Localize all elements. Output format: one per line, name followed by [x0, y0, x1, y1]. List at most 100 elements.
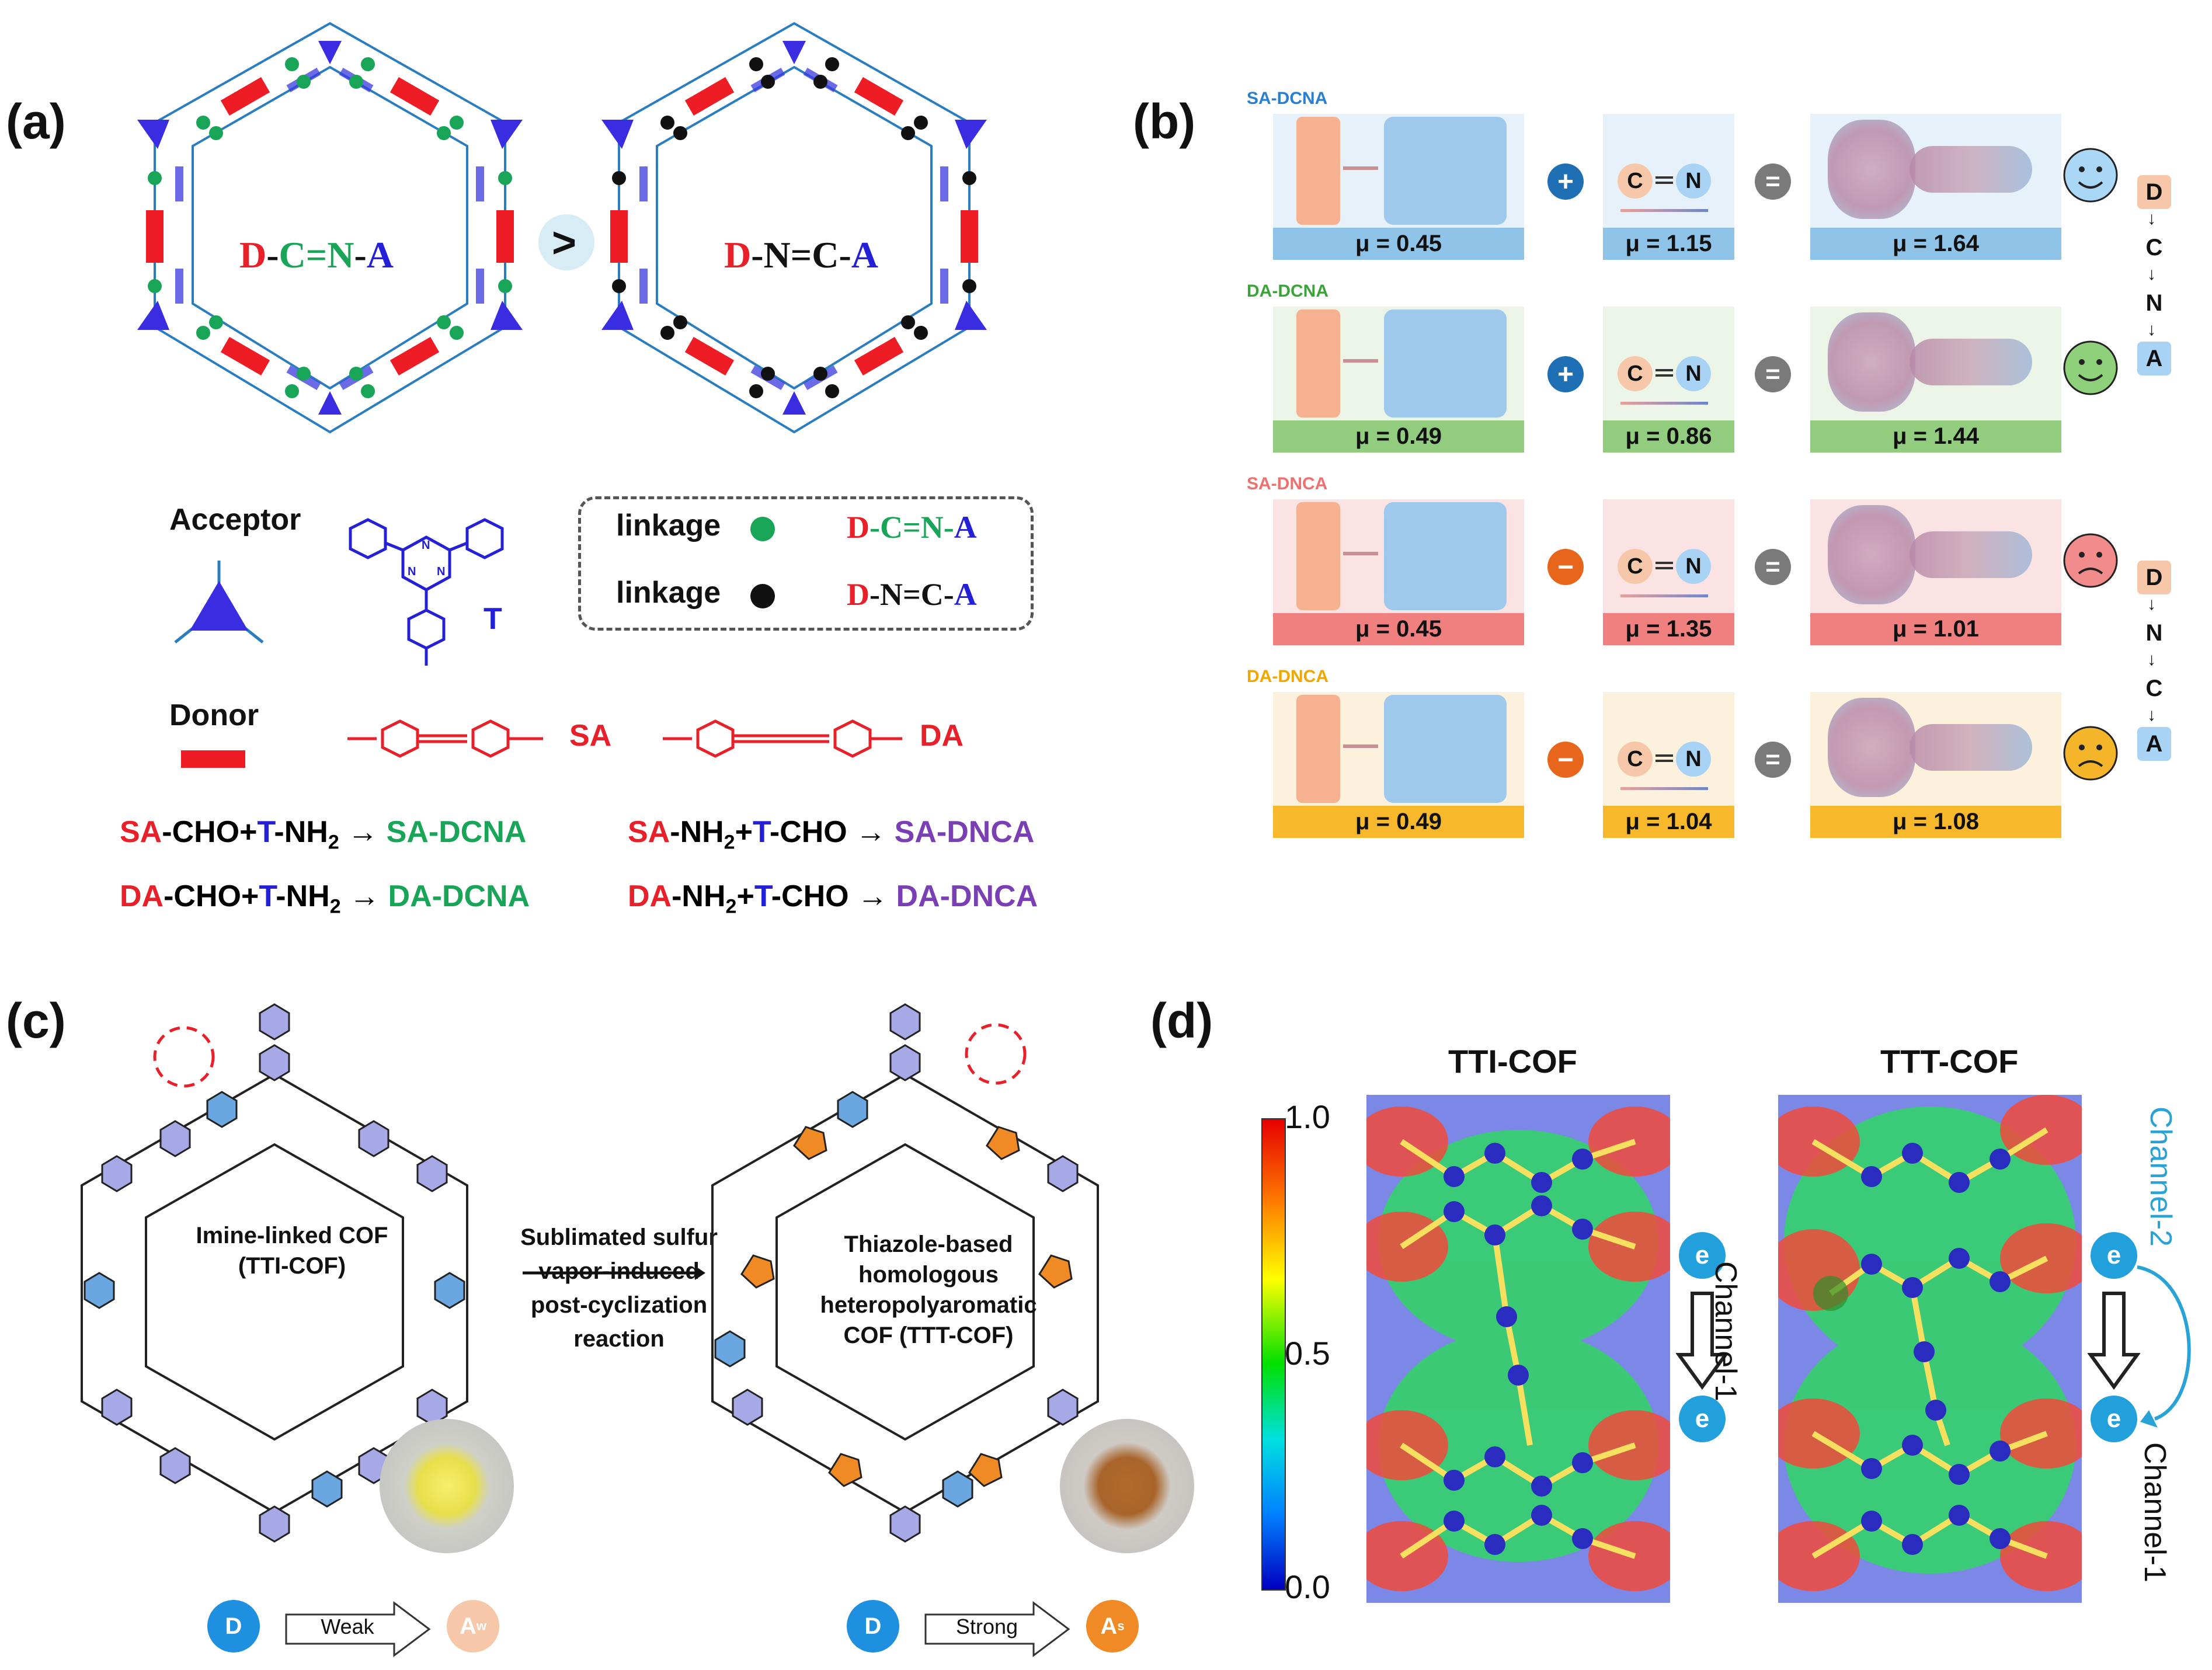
n-atom: N	[1676, 356, 1711, 391]
mu-total: μ = 1.01	[1810, 613, 2061, 645]
electron-icon: e	[2091, 1396, 2137, 1442]
row-label: DA-DCNA	[1247, 281, 1328, 301]
cn-bond	[1655, 369, 1673, 377]
svg-text:N: N	[437, 565, 445, 578]
reaction-product: DA-DCNA	[388, 879, 530, 913]
tti-caption-line1: Imine-linked COF	[196, 1223, 388, 1248]
acceptor-label: Acceptor	[169, 503, 301, 537]
panel-a-label: (a)	[6, 94, 66, 149]
brown-powder-photo	[1060, 1419, 1194, 1553]
reaction-reactant: DA	[120, 879, 164, 913]
hex-right-formula: D-N=C-A	[724, 234, 878, 277]
colorbar	[1261, 1118, 1286, 1591]
electron-icon: e	[2091, 1232, 2137, 1279]
cn-bond	[1655, 562, 1673, 569]
reaction-sub: 2	[725, 895, 737, 918]
condition-line3: post-cyclization	[530, 1292, 708, 1318]
chain-node: D	[2137, 561, 2171, 594]
chain-node: C	[2137, 231, 2171, 265]
reaction-reactant: SA	[628, 815, 670, 849]
reaction-t: T	[259, 879, 276, 913]
acceptor-a: A	[1100, 1613, 1118, 1639]
reaction-sub: 2	[724, 831, 735, 854]
block-arrow	[1343, 166, 1378, 170]
reaction-reactant: SA	[120, 815, 162, 849]
strong-arrow-icon	[924, 1601, 1070, 1657]
mu-linkage: μ = 1.15	[1603, 228, 1734, 260]
sad-face-icon	[2063, 726, 2118, 781]
da-label: DA	[920, 719, 964, 753]
reaction-sa-dnca: SA-NH2+T-CHO → SA-DNCA	[628, 815, 1035, 854]
mu-block: μ = 0.49	[1273, 806, 1524, 838]
n-atom: N	[1676, 742, 1711, 777]
reaction-condition: Sublimated sulfur vapor-induced post-cyc…	[508, 1220, 730, 1356]
donor-circle-left: D	[207, 1600, 260, 1652]
compare-sign: >	[552, 220, 577, 266]
ttt-cof-caption: Thiazole-based homologous heteropolyarom…	[806, 1229, 1051, 1351]
reaction-sub: 2	[328, 831, 339, 854]
tti-cof-caption: Imine-linked COF (TTI-COF)	[175, 1220, 409, 1281]
mu-linkage: μ = 1.04	[1603, 806, 1734, 838]
row-label: DA-DNCA	[1247, 667, 1328, 686]
panel-c-label: (c)	[6, 993, 66, 1048]
panel-d-label: (d)	[1150, 993, 1213, 1048]
n-atom: N	[1676, 549, 1711, 584]
esp-surface	[1828, 312, 1915, 412]
donor-circle-right: D	[847, 1600, 899, 1652]
channel-2-label: Channel-2	[2144, 1107, 2178, 1247]
formula-dash: -	[266, 234, 279, 276]
channel-1-label-right: Channel-1	[2138, 1442, 2172, 1582]
esp-surface	[1828, 505, 1915, 604]
c-atom: C	[1618, 549, 1653, 584]
esp-surface	[1828, 120, 1915, 219]
chain-node: C	[2137, 672, 2171, 705]
condition-line1: Sublimated sulfur	[520, 1224, 718, 1250]
chain-node: A	[2137, 727, 2171, 761]
reaction-da-dcna: DA-CHO+T-NH2 → DA-DCNA	[120, 879, 530, 918]
channel-1-arrow-icon-left	[1676, 1292, 1728, 1390]
esp-surface-tail	[1910, 339, 2032, 385]
dipole-arrow	[1620, 402, 1708, 405]
esp-surface-tail	[1910, 724, 2032, 771]
reaction-text: -CHO	[771, 879, 849, 913]
colorbar-tick-top: 1.0	[1285, 1098, 1330, 1135]
acceptor-sub: w	[476, 1619, 486, 1633]
equals-sign: =	[1755, 742, 1791, 778]
chain-arrow-icon: ↓	[2147, 265, 2156, 284]
operator-sign: −	[1547, 549, 1584, 585]
sa-structure	[347, 719, 543, 758]
cn-bond	[1655, 754, 1673, 762]
electron-icon: e	[1679, 1396, 1726, 1442]
reaction-text: +	[735, 815, 753, 849]
mu-total: μ = 1.44	[1810, 420, 2061, 453]
acceptor-triangle-icon	[174, 561, 264, 643]
reaction-text: -NH	[276, 879, 330, 913]
ttt-cof-title: TTT-COF	[1880, 1043, 2019, 1080]
legend-linkage-2-formula: D-N=C-A	[847, 576, 977, 613]
reaction-text: -NH	[274, 815, 328, 849]
mu-total: μ = 1.08	[1810, 806, 2061, 838]
legend-mid: -N=C-	[870, 577, 954, 612]
mu-block: μ = 0.45	[1273, 228, 1524, 260]
legend-linkage-1-word: linkage	[616, 509, 721, 542]
c-atom: C	[1618, 163, 1653, 199]
ttt-caption-line2: homologous	[858, 1262, 999, 1288]
tti-cof-title: TTI-COF	[1448, 1043, 1577, 1080]
electron-icon: e	[1679, 1232, 1726, 1279]
ttt-cof-density-map	[1778, 1095, 2082, 1603]
legend-linkage-1-formula: D-C=N-A	[847, 509, 977, 545]
formula-a: A	[366, 234, 394, 276]
channel-1-label-left: Channel-1	[1709, 1261, 1743, 1401]
reaction-text: -CHO+	[162, 815, 258, 849]
panel-a-hexagons	[137, 22, 987, 434]
chain-arrow-icon: ↓	[2147, 209, 2156, 228]
operator-sign: +	[1547, 163, 1584, 200]
reaction-product: SA-DCNA	[386, 815, 527, 849]
row-label: SA-DCNA	[1247, 89, 1328, 108]
legend-linkage-2-word: linkage	[616, 576, 721, 610]
reaction-t: T	[754, 879, 771, 913]
legend-d: D	[847, 577, 870, 612]
n-atom: N	[1676, 163, 1711, 199]
chain-node: A	[2137, 342, 2171, 375]
channel-1-arrow-icon-right	[2088, 1292, 2140, 1390]
